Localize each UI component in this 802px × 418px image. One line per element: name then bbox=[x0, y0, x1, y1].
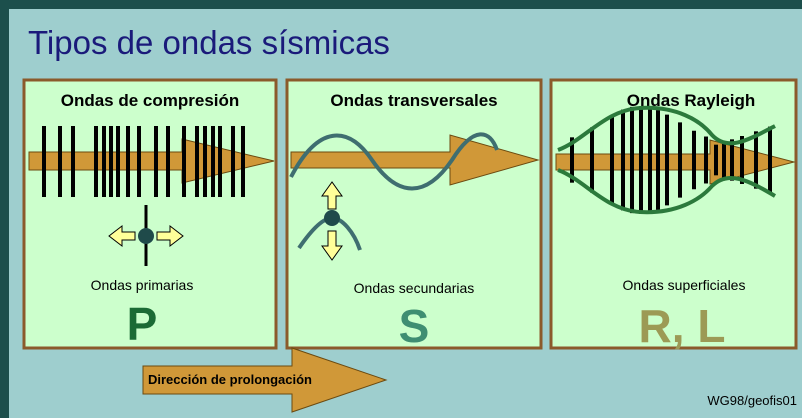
rayleigh-envelope-top bbox=[557, 105, 776, 152]
letter-rl: R, L bbox=[639, 300, 726, 352]
panel-compression-box bbox=[22, 78, 278, 350]
direction-arrow bbox=[142, 347, 388, 413]
panel-transverse-caption: Ondas secundarias bbox=[354, 280, 475, 296]
top-frame-bar bbox=[0, 0, 802, 9]
particle-arrow-left-icon bbox=[108, 224, 136, 248]
transverse-arrow bbox=[290, 134, 540, 186]
panel-rayleigh-heading: Ondas Rayleigh bbox=[627, 91, 755, 110]
letter-s: S bbox=[399, 300, 430, 352]
particle-motion-vertical bbox=[297, 181, 362, 261]
particle-arrow-down-icon bbox=[321, 230, 343, 261]
rayleigh-arrow bbox=[555, 139, 796, 185]
panel-transverse: Ondas transversales Ondas secundarias S bbox=[285, 78, 543, 352]
letter-p: P bbox=[127, 298, 158, 350]
panel-rayleigh-box bbox=[549, 78, 798, 350]
particle-dot bbox=[138, 228, 154, 244]
direction-label: Dirección de prolongación bbox=[148, 372, 312, 387]
transverse-wave bbox=[289, 132, 499, 191]
particle-arrow-right-icon bbox=[156, 224, 184, 248]
particle-motion-horizontal bbox=[108, 205, 184, 266]
particle-dot bbox=[324, 210, 340, 226]
direction-arrow-group: Dirección de prolongación bbox=[142, 347, 388, 413]
rayleigh-lines bbox=[570, 106, 772, 214]
credit-text: WG98/geofis01 bbox=[707, 393, 797, 408]
page-title: Tipos de ondas sísmicas bbox=[28, 24, 390, 61]
compression-lines-over-arrow bbox=[42, 126, 245, 197]
particle-arrow-up-icon bbox=[321, 181, 343, 210]
panel-compression-heading: Ondas de compresión bbox=[61, 91, 240, 110]
panel-compression-caption: Ondas primarias bbox=[91, 277, 194, 293]
panel-compression: Ondas de compresión Ondas primarias P bbox=[22, 78, 278, 350]
panel-rayleigh-caption: Ondas superficiales bbox=[623, 277, 746, 293]
panel-transverse-heading: Ondas transversales bbox=[330, 91, 497, 110]
rayleigh-envelope-bottom bbox=[557, 168, 777, 215]
left-frame-bar bbox=[0, 0, 9, 418]
panel-rayleigh: Ondas Rayleigh Ondas superficiales R, L bbox=[549, 78, 798, 352]
